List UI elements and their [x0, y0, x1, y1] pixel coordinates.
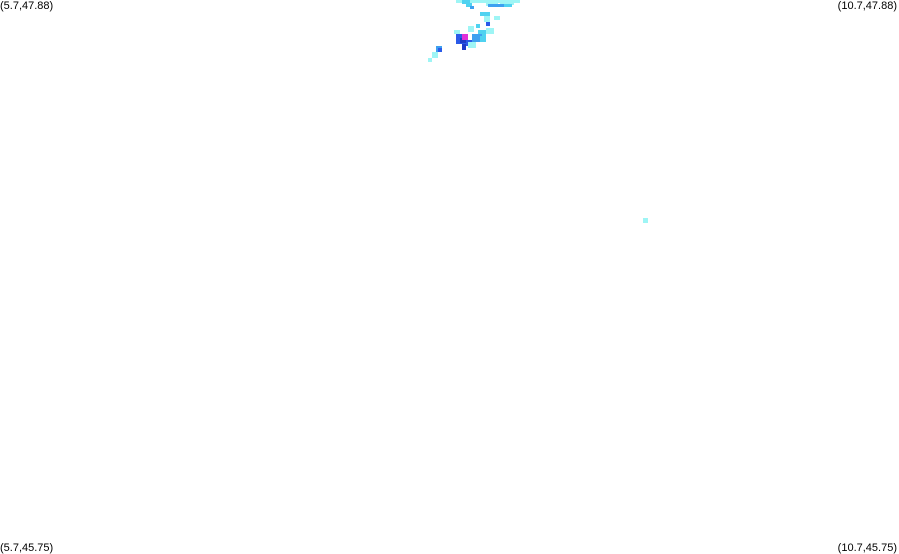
echo-cell [478, 30, 486, 36]
echo-cell [486, 28, 494, 34]
echo-cell [472, 34, 482, 42]
echo-cell [486, 1, 498, 6]
echo-cell [460, 38, 466, 43]
echo-cell [643, 218, 648, 223]
echo-cell [468, 26, 474, 32]
echo-cell [486, 22, 490, 26]
precipitation-echo-layer [428, 0, 648, 223]
top-right-coordinate-label: (10.7,47.88) [837, 0, 897, 12]
echo-cell [462, 0, 470, 4]
echo-cell [494, 16, 500, 20]
echo-cell [480, 12, 490, 16]
echo-cell [504, 4, 512, 7]
echo-cell [468, 42, 476, 48]
echo-core-cell [462, 34, 468, 40]
echo-cell [428, 58, 432, 62]
echo-cell [484, 16, 490, 22]
echo-cell [432, 52, 438, 58]
echo-cell [488, 4, 504, 7]
echo-cell [480, 36, 486, 42]
echo-cell [466, 3, 472, 7]
echo-cell [470, 6, 474, 9]
echo-cell [438, 48, 442, 52]
bottom-right-coordinate-label: (10.7,45.75) [837, 542, 897, 554]
echo-cell [500, 0, 514, 5]
bottom-left-coordinate-label: (5.7,45.75) [0, 542, 54, 554]
echo-cell [454, 30, 460, 34]
echo-cell [476, 24, 480, 28]
echo-cell [462, 44, 466, 50]
top-left-coordinate-label: (5.7,47.88) [0, 0, 54, 12]
